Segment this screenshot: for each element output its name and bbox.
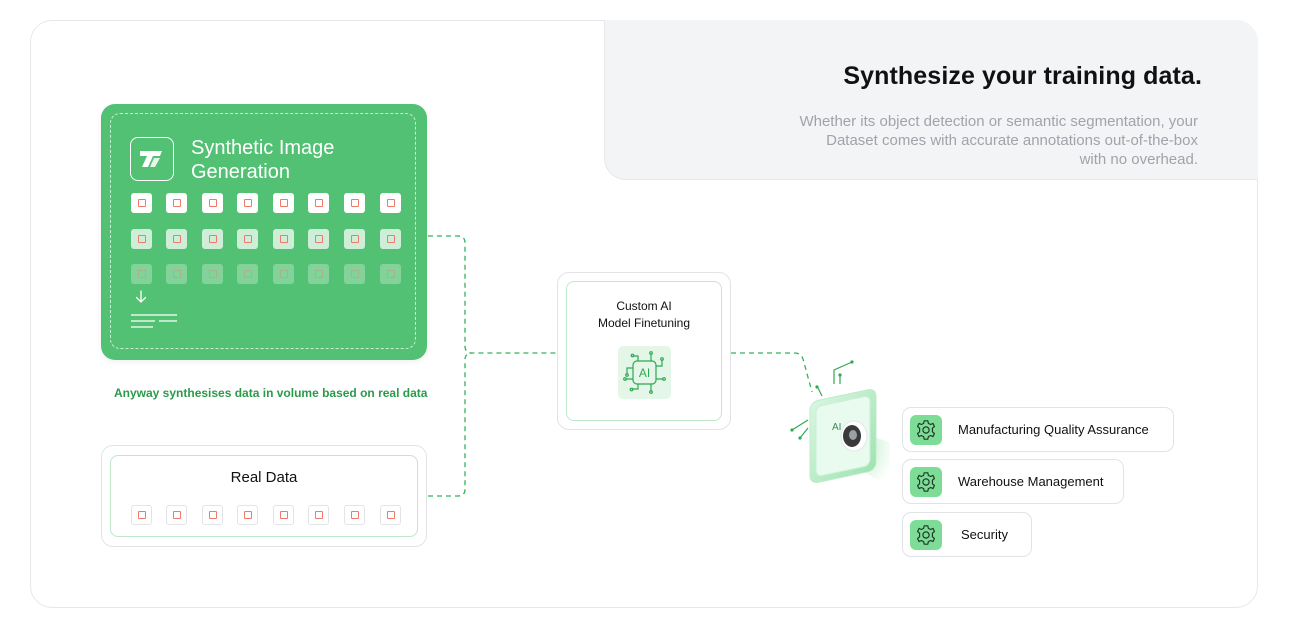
ai-chip-text: AI	[639, 366, 650, 380]
synthetic-title: Synthetic Image Generation	[191, 136, 391, 184]
application-label: Warehouse Management	[958, 474, 1104, 489]
page-title: Synthesize your training data.	[843, 62, 1202, 90]
image-tile	[131, 229, 152, 249]
synthetic-caption: Anyway synthesises data in volume based …	[114, 386, 428, 400]
image-tile	[344, 193, 365, 213]
image-tile	[166, 505, 187, 525]
gear-icon	[910, 520, 942, 550]
image-tile	[166, 229, 187, 249]
ai-camera-icon: AI	[790, 360, 890, 488]
image-tile	[202, 505, 223, 525]
image-tile	[273, 229, 294, 249]
subtitle-line: with no overhead.	[1079, 151, 1198, 168]
image-tile	[237, 264, 258, 284]
custom-ai-title-line: Model Finetuning	[597, 316, 691, 330]
application-item-manufacturing: Manufacturing Quality Assurance	[902, 407, 1174, 452]
image-tile	[344, 229, 365, 249]
image-tile	[308, 193, 329, 213]
image-tile	[131, 193, 152, 213]
image-tile	[237, 193, 258, 213]
image-tile	[308, 229, 329, 249]
image-tile	[202, 193, 223, 213]
image-tile	[380, 193, 401, 213]
image-tile	[131, 264, 152, 284]
synthetic-generation-card	[101, 104, 427, 360]
application-item-warehouse: Warehouse Management	[902, 459, 1124, 504]
subtitle-line: Whether its object detection or semantic…	[799, 113, 1198, 130]
image-tile	[166, 193, 187, 213]
header-panel: Synthesize your training data. Whether i…	[604, 20, 1258, 180]
image-tile	[273, 264, 294, 284]
synthetic-title-line: Synthetic Image	[191, 137, 335, 159]
image-tile	[202, 229, 223, 249]
image-tile	[380, 505, 401, 525]
image-tile	[237, 505, 258, 525]
image-tile	[380, 229, 401, 249]
real-data-title: Real Data	[230, 469, 298, 486]
synthetic-title-line: Generation	[191, 161, 290, 183]
connector-synthetic	[428, 235, 557, 354]
image-tile	[166, 264, 187, 284]
application-label: Manufacturing Quality Assurance	[958, 422, 1149, 437]
application-label: Security	[961, 527, 1008, 542]
text-lines-icon	[131, 314, 177, 328]
camera-label: AI	[832, 422, 841, 433]
image-tile	[202, 264, 223, 284]
image-tile	[308, 505, 329, 525]
image-tile	[344, 505, 365, 525]
connector-real	[428, 352, 473, 497]
image-tile	[237, 229, 258, 249]
ai-chip-icon: AI	[618, 346, 671, 399]
image-tile	[380, 264, 401, 284]
image-tile	[344, 264, 365, 284]
gear-icon	[910, 415, 942, 445]
connector-model-to-camera	[731, 352, 813, 393]
brand-logo-icon	[130, 137, 174, 181]
image-tile	[273, 505, 294, 525]
application-item-security: Security	[902, 512, 1032, 557]
image-tile	[308, 264, 329, 284]
real-data-card	[101, 445, 427, 547]
image-tile	[273, 193, 294, 213]
custom-ai-inner-border	[566, 281, 722, 421]
page-subtitle: Whether its object detection or semantic…	[738, 112, 1198, 169]
arrow-down-icon	[135, 290, 147, 303]
real-data-inner-border	[110, 455, 418, 537]
synthetic-dashed-border	[110, 113, 416, 349]
gear-icon	[910, 467, 942, 497]
custom-ai-title-line: Custom AI	[616, 299, 672, 313]
subtitle-line: Dataset comes with accurate annotations …	[826, 132, 1198, 149]
custom-ai-title: Custom AI Model Finetuning	[566, 298, 722, 332]
image-tile	[131, 505, 152, 525]
